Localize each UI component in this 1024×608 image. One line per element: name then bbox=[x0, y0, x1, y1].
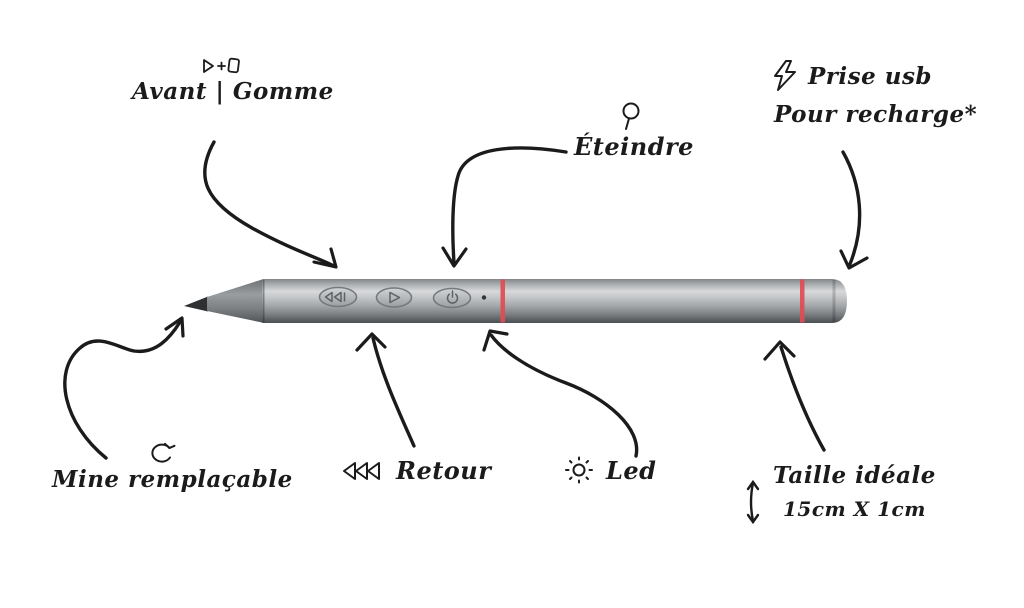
label-retour: Retour bbox=[338, 456, 491, 485]
power-icon bbox=[622, 102, 640, 130]
arrow-retour bbox=[355, 332, 416, 448]
arrow-mine-remplacable bbox=[63, 316, 185, 460]
led-dot bbox=[481, 295, 487, 300]
recycle-icon bbox=[150, 442, 175, 463]
label-led: Led bbox=[562, 454, 656, 486]
label-prise-usb: Prise usb Pour recharge* bbox=[772, 60, 977, 128]
play-plus-eraser-icon bbox=[202, 57, 240, 74]
label-eteindre-text: Éteindre bbox=[574, 132, 694, 161]
play-icon bbox=[389, 291, 401, 304]
lightning-icon bbox=[774, 60, 796, 91]
skip-back-button[interactable] bbox=[318, 286, 358, 308]
red-ring-1 bbox=[500, 279, 505, 323]
label-mine-text: Mine remplaçable bbox=[52, 466, 293, 493]
label-led-text: Led bbox=[606, 455, 657, 485]
pen bbox=[184, 279, 847, 323]
label-avant-gomme-text: Avant | Gomme bbox=[132, 78, 334, 105]
power-button-icon bbox=[446, 290, 459, 304]
arrow-avant-gomme bbox=[203, 140, 338, 269]
power-button[interactable] bbox=[432, 287, 472, 309]
label-taille-line1: Taille idéale bbox=[773, 462, 936, 489]
label-taille-line2: 15cm X 1cm bbox=[783, 497, 926, 521]
label-avant-gomme: Avant | Gomme bbox=[132, 54, 334, 105]
vertical-arrows-icon bbox=[746, 479, 760, 525]
label-mine-remplacable: Mine remplaçable bbox=[52, 440, 293, 493]
triple-rewind-icon bbox=[343, 461, 380, 480]
red-ring-2 bbox=[800, 279, 805, 323]
arrow-led bbox=[482, 329, 639, 458]
skip-back-icon bbox=[324, 291, 346, 303]
pen-tip bbox=[184, 296, 208, 312]
label-eteindre: Éteindre bbox=[570, 100, 700, 161]
pen-body bbox=[262, 279, 847, 323]
annotation-arrows bbox=[63, 140, 869, 460]
arrow-taille bbox=[763, 340, 826, 452]
label-prise-line1: Prise usb bbox=[808, 62, 932, 90]
label-taille: Taille idéale 15cm X 1cm bbox=[743, 462, 936, 528]
arrow-eteindre bbox=[441, 146, 568, 268]
pen-cone bbox=[207, 279, 262, 323]
play-button[interactable] bbox=[375, 287, 413, 308]
label-prise-line2: Pour recharge* bbox=[774, 101, 978, 128]
arrow-prise-usb bbox=[839, 150, 869, 270]
label-retour-text: Retour bbox=[396, 456, 492, 485]
sun-icon bbox=[565, 456, 593, 484]
